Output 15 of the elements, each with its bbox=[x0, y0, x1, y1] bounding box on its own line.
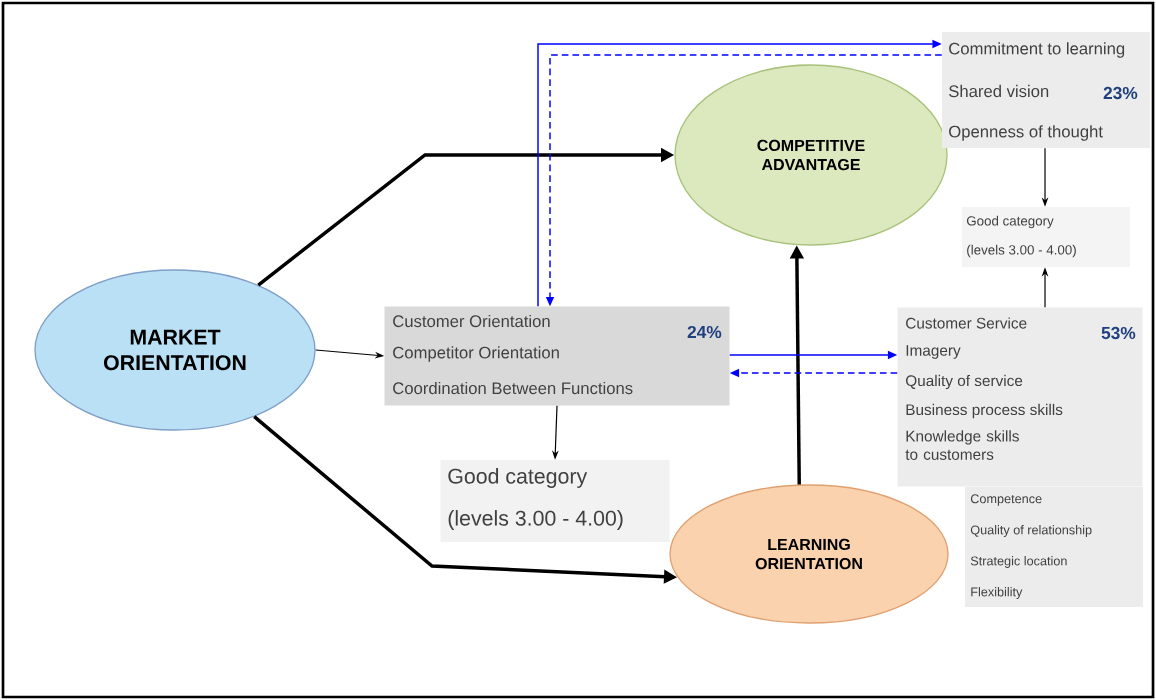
node-label: Quality of relationship bbox=[970, 525, 1092, 537]
node-label: Customer Service bbox=[906, 317, 1027, 329]
text-box: Good category (levels 3.00 - 4.00) bbox=[962, 207, 1130, 267]
node-label: Quality of service bbox=[906, 374, 1023, 390]
text-box: Customer Orientation Competitor Orientation Coordination Between Functions 24% bbox=[384, 306, 730, 406]
node-label: 53% bbox=[1101, 326, 1136, 340]
text-box: Good category (levels 3.00 - 4.00) bbox=[440, 460, 670, 542]
text-box: Competence Quality of relationship Strategic location Flexibility bbox=[965, 487, 1143, 607]
text-box: Commitment to learning Shared vision Openness of thought 23% bbox=[942, 32, 1150, 148]
node-label: Flexibility bbox=[971, 587, 1023, 599]
node-label: Imagery bbox=[906, 345, 961, 359]
node-label: Competence bbox=[970, 494, 1042, 506]
node-label: Knowledge skills to customers bbox=[905, 430, 1019, 460]
node-label: Strategic location bbox=[970, 556, 1067, 568]
node-label: Business process skills bbox=[906, 403, 1063, 419]
